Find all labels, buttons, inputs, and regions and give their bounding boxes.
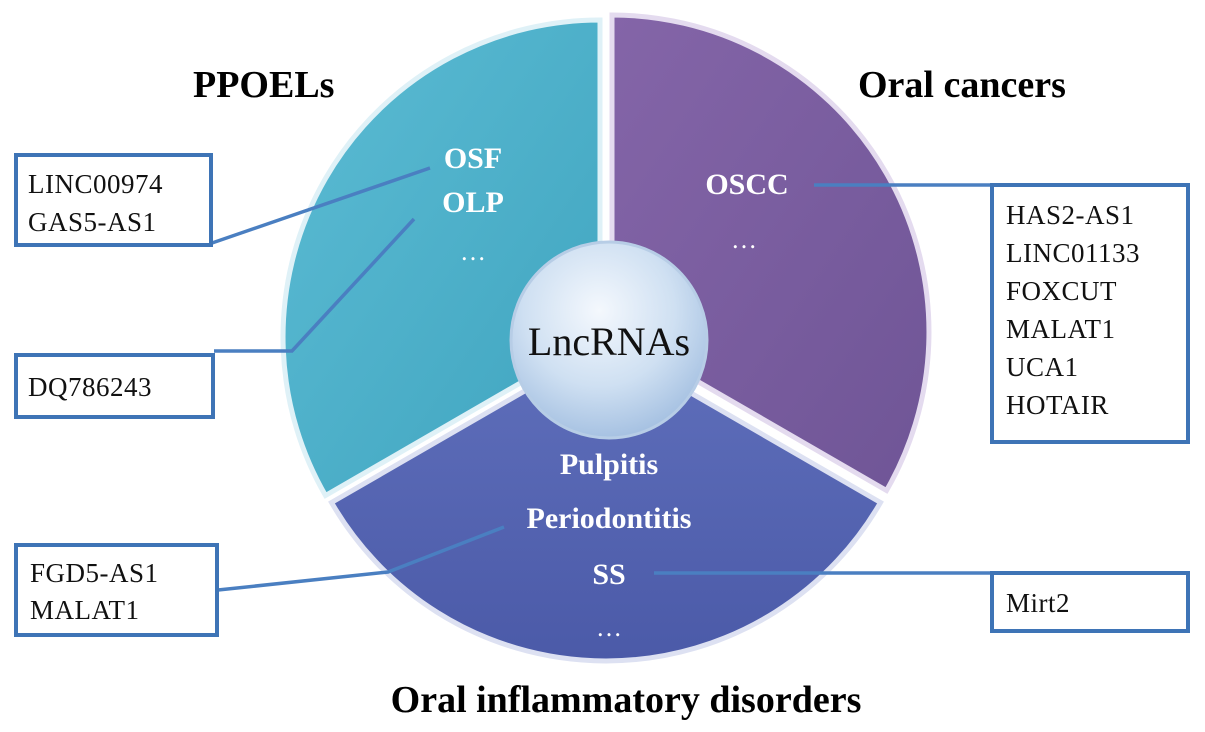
box-oscc-item: UCA1 — [1006, 352, 1079, 382]
box-oscc-item: FOXCUT — [1006, 276, 1117, 306]
box-ss-item: Mirt2 — [1006, 588, 1070, 618]
segment-label-ss: SS — [592, 558, 625, 591]
box-osf-item: GAS5-AS1 — [28, 207, 157, 237]
box-oscc-item: HOTAIR — [1006, 390, 1109, 420]
box-oscc-item: MALAT1 — [1006, 314, 1116, 344]
box-periodontitis: FGD5-AS1 MALAT1 — [14, 543, 219, 637]
segment-label-pulpitis: Pulpitis — [560, 448, 658, 481]
connectors — [211, 166, 992, 592]
box-ss: Mirt2 — [990, 571, 1190, 633]
heading-oral-inflammatory: Oral inflammatory disorders — [391, 679, 862, 721]
connector-olp — [214, 217, 416, 353]
center-circle — [509, 240, 709, 440]
box-osf: LINC00974 GAS5-AS1 — [14, 153, 213, 247]
segment-dots-ppoels: … — [460, 237, 486, 266]
box-oscc-item: LINC01133 — [1006, 238, 1140, 268]
box-olp-item: DQ786243 — [28, 372, 152, 402]
box-oscc-item: HAS2-AS1 — [1006, 200, 1135, 230]
box-periodontitis-item: FGD5-AS1 — [30, 558, 159, 588]
heading-ppoels: PPOELs — [193, 64, 334, 106]
heading-oral-cancers: Oral cancers — [858, 64, 1066, 106]
segment-dots-inflammatory: … — [596, 613, 622, 642]
box-osf-item: LINC00974 — [28, 169, 163, 199]
box-oscc: HAS2-AS1 LINC01133 FOXCUT MALAT1 UCA1 HO… — [990, 183, 1190, 444]
segment-label-periodontitis: Periodontitis — [527, 502, 692, 535]
segment-label-oscc: OSCC — [705, 168, 788, 201]
segment-label-olp: OLP — [442, 186, 504, 219]
box-olp: DQ786243 — [14, 353, 215, 419]
center-label: LncRNAs — [528, 319, 690, 364]
segment-label-osf: OSF — [444, 142, 502, 175]
segment-dots-oral-cancers: … — [731, 225, 757, 254]
connector-periodontitis — [217, 525, 505, 592]
connector-osf — [211, 166, 431, 245]
box-periodontitis-item: MALAT1 — [30, 595, 140, 625]
